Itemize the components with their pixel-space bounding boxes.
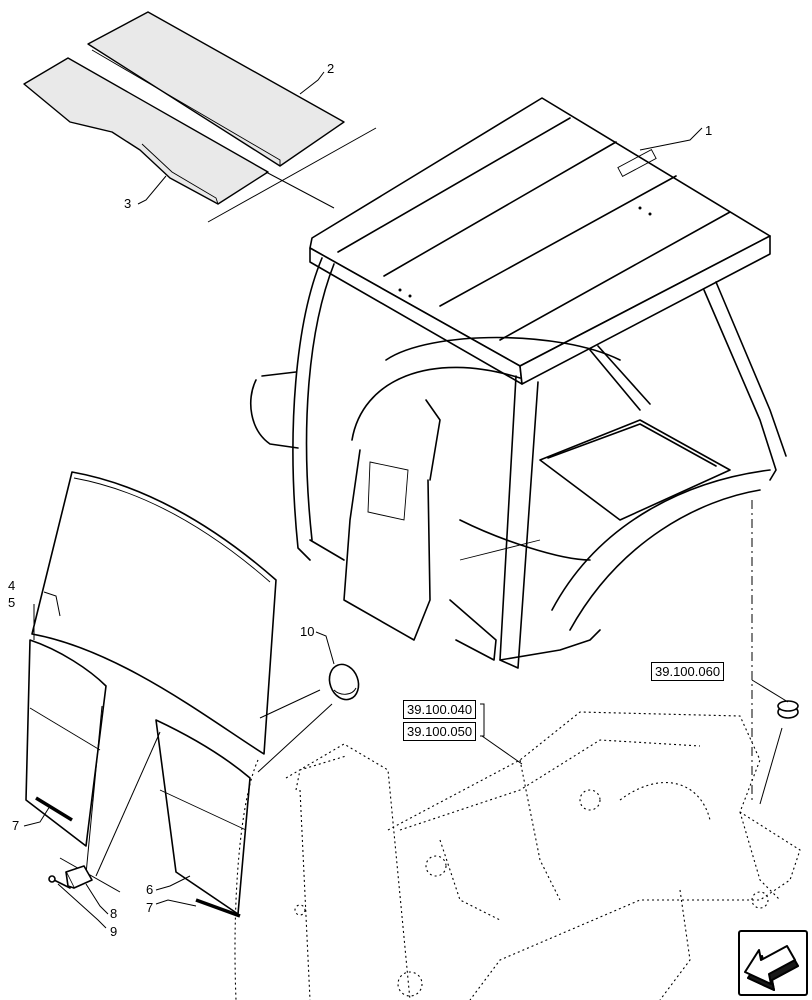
- side-screen-right: [155, 719, 251, 915]
- windshield-glass: [31, 471, 277, 755]
- roof-panel-front: [23, 57, 269, 205]
- callout-8: 8: [110, 906, 117, 921]
- mounting-bracket: [65, 865, 93, 889]
- chassis-frame-reference: [234, 711, 801, 1000]
- callout-3: 3: [124, 196, 131, 211]
- roof-panel-rear: [87, 11, 345, 167]
- callout-7-left: 7: [12, 818, 19, 833]
- dome-cap: [328, 663, 360, 701]
- cab-frame: [249, 257, 787, 669]
- navigate-back-button[interactable]: [738, 930, 808, 996]
- callout-4: 4: [8, 578, 15, 593]
- callout-7-right: 7: [146, 900, 153, 915]
- callout-6: 6: [146, 882, 153, 897]
- seal-strips: [35, 796, 241, 918]
- reference-bracket: [480, 703, 485, 737]
- callout-9: 9: [110, 924, 117, 939]
- grommet: [777, 700, 799, 719]
- callout-10: 10: [300, 624, 314, 639]
- callout-1: 1: [705, 123, 712, 138]
- arrow-down-left-icon: [744, 945, 799, 991]
- assembly-lines: [59, 689, 333, 893]
- callout-2: 2: [327, 61, 334, 76]
- cab-roof: [309, 97, 771, 385]
- callout-5: 5: [8, 595, 15, 610]
- callout-leaders: [23, 71, 789, 929]
- screw: [48, 875, 71, 889]
- reference-link-39-100-040[interactable]: 39.100.040: [403, 700, 477, 719]
- section-cut-lines: [207, 127, 377, 223]
- reference-link-39-100-060[interactable]: 39.100.060: [651, 662, 725, 681]
- reference-link-39-100-050[interactable]: 39.100.050: [403, 722, 477, 741]
